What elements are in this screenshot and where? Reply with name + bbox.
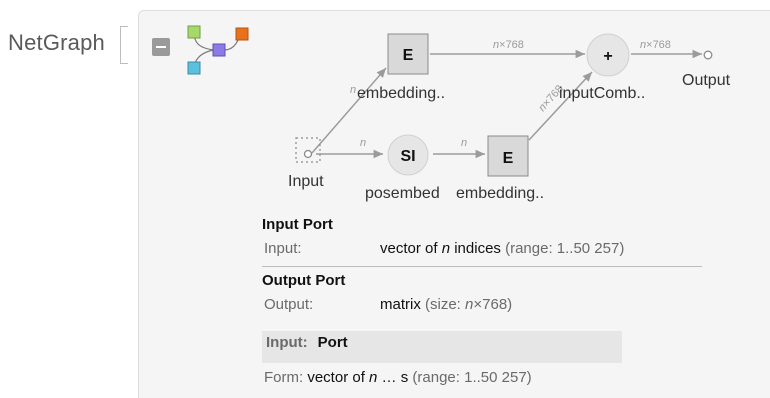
edge-label-input-posembed: n <box>360 137 366 149</box>
embedding-node-top[interactable]: E <box>387 33 429 75</box>
edge-label-posembed-embed: n <box>461 137 467 149</box>
svg-text:SI: SI <box>400 148 415 165</box>
graph-thumbnail-icon[interactable] <box>180 22 260 82</box>
posembed-node[interactable]: SI <box>387 134 429 176</box>
input-port-key: Input: <box>264 240 302 257</box>
embedding-bottom-label: embedding.. <box>456 185 544 202</box>
edge-label-top: n×768 <box>493 39 524 51</box>
svg-text:E: E <box>403 47 414 64</box>
netgraph-label: NetGraph <box>8 30 105 55</box>
input-port-title: Input Port <box>262 216 333 233</box>
input-port-row: Input: vector of n indices (range: 1..50… <box>262 236 722 262</box>
open-bracket <box>120 26 128 64</box>
form-row: Form: vector of n … s (range: 1..50 257) <box>264 369 532 386</box>
divider <box>262 266 702 267</box>
input-combine-node[interactable]: + <box>586 33 630 77</box>
input-port-bar[interactable]: Input:Port <box>262 331 622 363</box>
edge-input-embedding <box>311 67 387 154</box>
input-combine-label: inputComb.. <box>559 85 645 102</box>
input-node-label: Input <box>288 173 324 190</box>
net-graph: n×768 n×768 n n n n×768 Input E embeddin… <box>288 33 731 202</box>
input-port-value: vector of n indices (range: 1..50 257) <box>380 240 625 257</box>
collapse-icon[interactable] <box>152 38 170 56</box>
output-port-row: Output: matrix (size: n×768) <box>262 292 722 318</box>
edge-embedding2-combine <box>528 71 593 141</box>
output-port-title: Output Port <box>262 272 346 289</box>
output-port-value: matrix (size: n×768) <box>380 296 513 313</box>
output-port-key: Output: <box>264 296 314 313</box>
output-node[interactable] <box>703 50 713 60</box>
posembed-label: posembed <box>365 185 440 202</box>
svg-text:+: + <box>603 48 612 65</box>
edge-label-input-embed: n <box>350 84 356 96</box>
edge-label-out: n×768 <box>640 39 671 51</box>
input-node[interactable] <box>295 137 321 163</box>
embedding-node-bottom[interactable]: E <box>487 135 529 177</box>
port-info: Input Port Input: vector of n indices (r… <box>262 214 722 318</box>
embedding-top-label: embedding.. <box>357 85 445 102</box>
svg-text:E: E <box>503 150 514 167</box>
output-node-label: Output <box>682 72 731 89</box>
